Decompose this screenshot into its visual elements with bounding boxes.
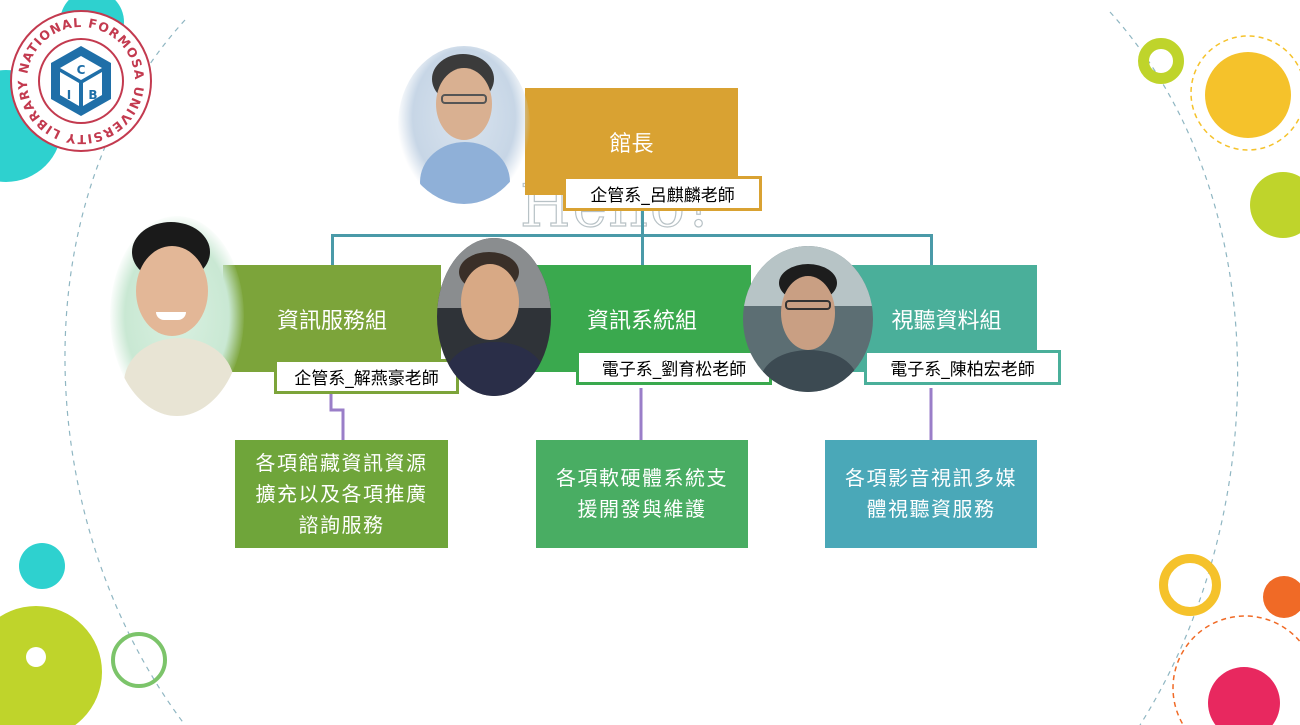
director-face: [436, 68, 492, 140]
info-system-head-face: [461, 264, 519, 340]
division-title-info-service: 資訊服務組: [276, 308, 387, 334]
duty-box-info-service: 各項館藏資訊資源擴充以及各項推廣諮詢服務: [235, 440, 448, 548]
director-glasses: [441, 94, 487, 104]
division-name-box-info-system: 電子系_劉育松老師: [576, 350, 772, 385]
info-system-head-photo: [437, 238, 551, 396]
connector-div1: [331, 234, 334, 266]
director-name: 企管系_呂麒麟老師: [590, 186, 735, 206]
duty-text-info-service: 各項館藏資訊資源擴充以及各項推廣諮詢服務: [255, 450, 428, 537]
teal-dot-left: [19, 543, 65, 589]
director-title: 館長: [609, 131, 654, 157]
info-service-head-shirt: [124, 338, 234, 416]
division-box-info-service: 資訊服務組: [223, 265, 441, 372]
lime-circle-right: [1250, 172, 1300, 238]
info-system-head-shirt: [445, 342, 545, 396]
pink-circle-bottom-right: [1208, 667, 1280, 725]
info-service-head-face: [136, 246, 208, 336]
nfu-library-logo-icon: NATIONAL FORMOSA UNIVERSITY LIBRARY C I …: [10, 10, 152, 152]
av-data-head-face: [781, 276, 835, 350]
info-service-head-photo: [110, 216, 244, 416]
yellow-ring-bottom-right: [1159, 554, 1221, 616]
connector-div2: [641, 234, 644, 266]
division-name-box-av-data: 電子系_陳柏宏老師: [864, 350, 1061, 385]
division-person-info-system: 電子系_劉育松老師: [601, 360, 747, 380]
connector-horizontal: [331, 234, 933, 237]
connector-div3: [930, 234, 933, 266]
yellow-circle-top-right: [1205, 52, 1291, 138]
orange-circle-right: [1263, 576, 1300, 618]
duty-box-info-system: 各項軟硬體系統支援開發與維護: [536, 440, 748, 548]
division-person-info-service: 企管系_解燕豪老師: [294, 369, 439, 389]
duty-text-info-system: 各項軟硬體系統支援開發與維護: [556, 466, 728, 521]
logo-letter-b: B: [88, 88, 97, 102]
av-data-head-photo: [743, 246, 873, 392]
division-title-info-system: 資訊系統組: [586, 308, 697, 334]
duty-box-av-data: 各項影音視訊多媒體視聽資服務: [825, 440, 1037, 548]
library-logo: NATIONAL FORMOSA UNIVERSITY LIBRARY C I …: [8, 8, 154, 154]
duty-text-av-data: 各項影音視訊多媒體視聽資服務: [845, 466, 1017, 521]
green-ring-bottom-left: [111, 632, 167, 688]
division-title-av-data: 視聽資料組: [891, 308, 1002, 334]
director-shirt: [420, 142, 510, 204]
info-service-head-smile: [156, 312, 186, 320]
av-data-head-shirt: [761, 350, 857, 392]
logo-letter-c: C: [77, 63, 86, 77]
director-photo: [398, 46, 530, 204]
director-name-box: 企管系_呂麒麟老師: [563, 176, 762, 211]
connector-director-down: [641, 200, 644, 236]
division-name-box-info-service: 企管系_解燕豪老師: [274, 359, 459, 394]
av-data-head-glasses: [785, 300, 831, 310]
division-person-av-data: 電子系_陳柏宏老師: [890, 360, 1035, 380]
white-dot-bottom-left: [26, 647, 46, 667]
logo-letter-i: I: [67, 88, 71, 102]
lime-ring-top-right: [1138, 38, 1184, 84]
